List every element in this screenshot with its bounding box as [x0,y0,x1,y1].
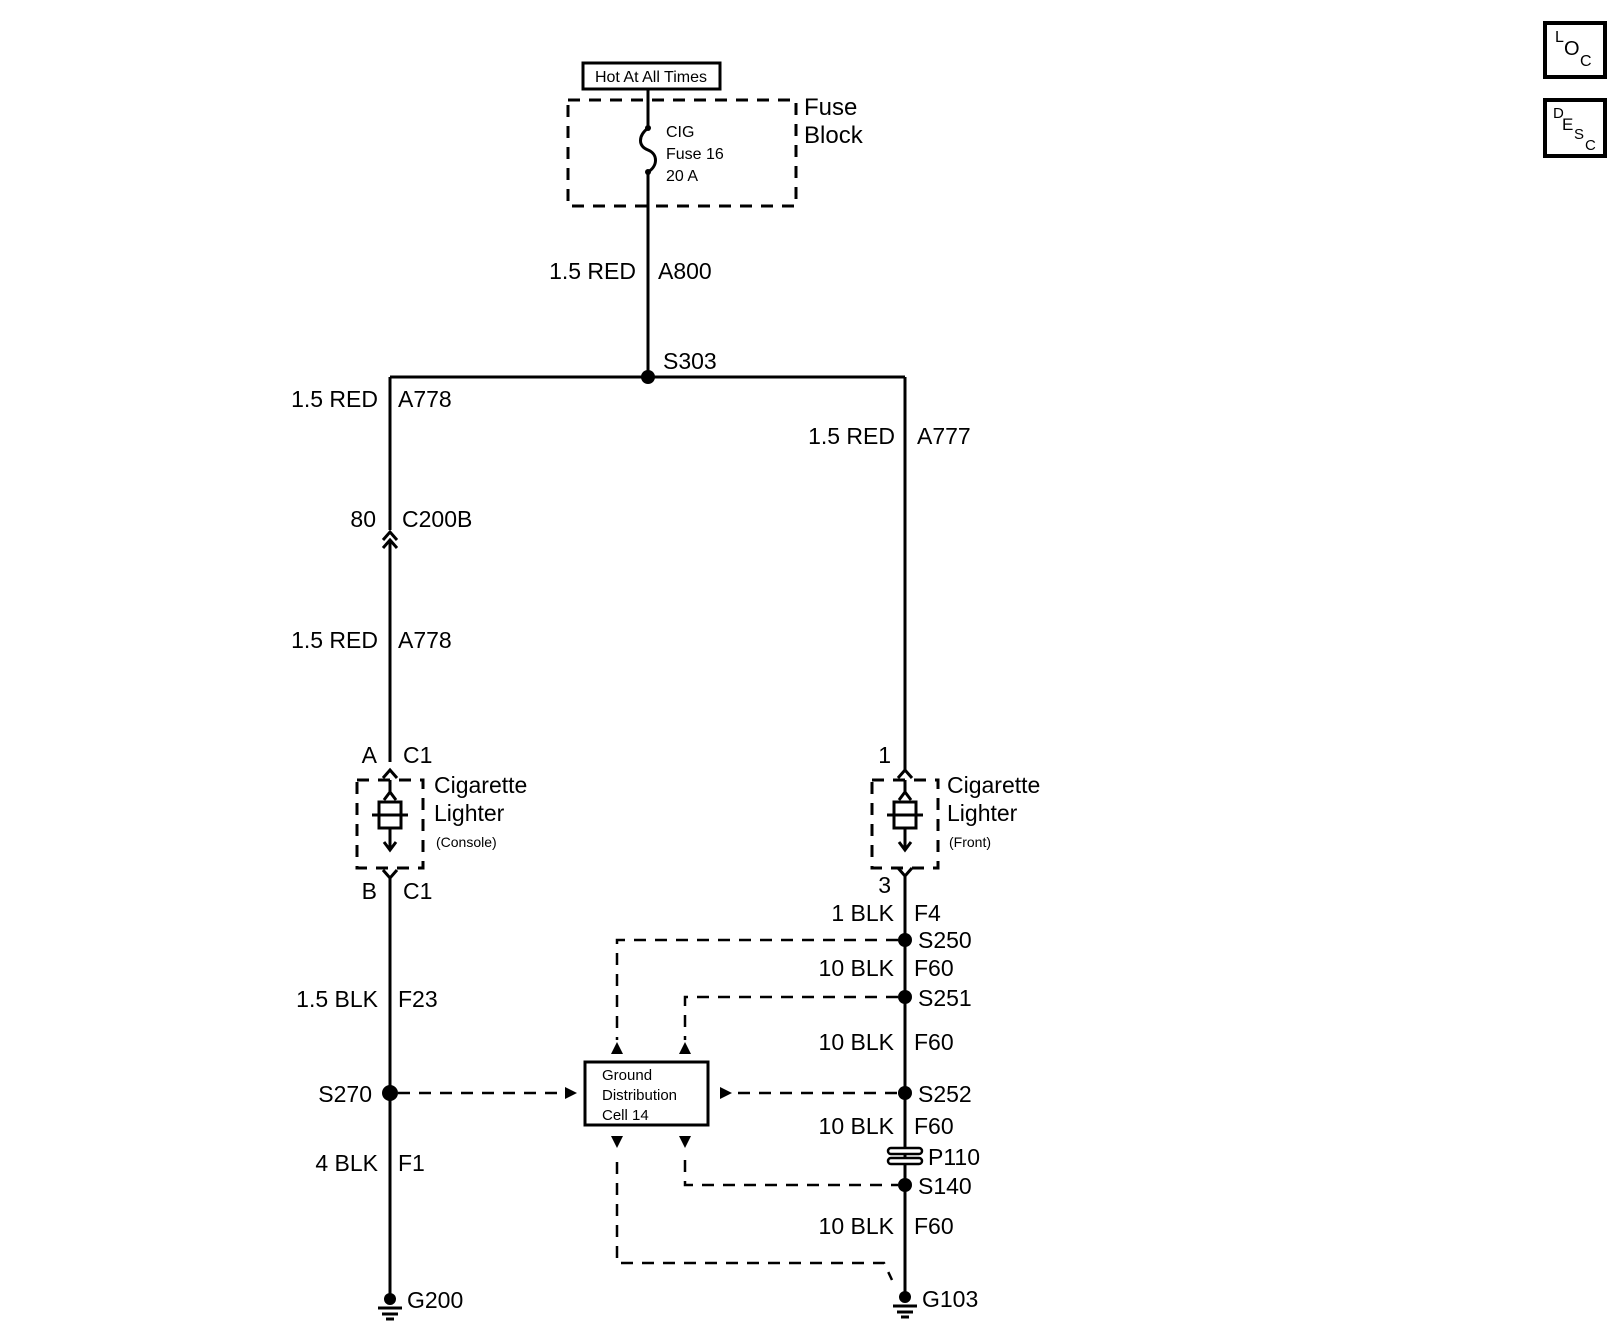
wire-f60c-gauge: 10 BLK [819,1113,895,1139]
wire-f23-id: F23 [398,986,438,1012]
fuse-block-label-line1: Fuse [804,94,857,121]
splice-s250 [898,933,912,947]
ground-g200-label: G200 [407,1287,463,1313]
front-lighter-name-1: Cigarette [947,772,1040,798]
wire-a800-id: A800 [658,258,712,284]
wire-f60d-id: F60 [914,1213,954,1239]
fuse-block-outline [566,98,798,208]
splice-s251 [898,990,912,1004]
console-lighter-conn-bottom: C1 [403,878,432,904]
front-lighter-name-2: Lighter [947,800,1018,826]
fuse-block-label-line2: Block [804,122,864,149]
ground-distribution-line2: Distribution [602,1087,677,1104]
wire-f60b-gauge: 10 BLK [819,1029,895,1055]
splice-s250-label: S250 [918,927,972,953]
wire-a778-mid-gauge: 1.5 RED [291,627,378,653]
splice-s140 [898,1178,912,1192]
ground-distribution-line1: Ground [602,1067,652,1084]
fuse-rating: 20 A [666,168,698,185]
front-lighter-icon [887,780,923,853]
wire-f4-id: F4 [914,900,941,926]
location-button-sup: L [1555,29,1564,46]
wire-f1-id: F1 [398,1150,425,1176]
wire-a778-top-gauge: 1.5 RED [291,386,378,412]
wire-a778-top-id: A778 [398,386,452,412]
description-button-sub2: C [1585,137,1596,154]
wire-a778-mid-id: A778 [398,627,452,653]
location-button[interactable]: L O C [1543,21,1607,79]
wire-f60c-id: F60 [914,1113,954,1139]
description-button-sub1: S [1574,126,1584,143]
fuse-number: Fuse 16 [666,146,724,163]
splice-s252 [898,1086,912,1100]
console-lighter-pin-b: B [362,878,377,904]
splice-s251-label: S251 [918,985,972,1011]
splice-s303-label: S303 [663,348,717,374]
description-button-main: E [1562,115,1573,134]
description-button-sup: D [1553,105,1564,122]
wire-f1-gauge: 4 BLK [315,1150,378,1176]
front-lighter-pin-3: 3 [878,872,891,898]
wire-f60b-id: F60 [914,1029,954,1055]
wire-a777-id: A777 [917,423,971,449]
connector-c200b-pin: 80 [350,506,376,532]
splice-s252-label: S252 [918,1081,972,1107]
splice-s140-label: S140 [918,1173,972,1199]
connector-c200b-id: C200B [402,506,472,532]
wire-f4-gauge: 1 BLK [831,900,894,926]
console-lighter-conn-top: C1 [403,742,432,768]
hot-at-all-times-box [581,61,722,91]
wire-f60a-gauge: 10 BLK [819,955,895,981]
wire-f60a-id: F60 [914,955,954,981]
splice-s270-label: S270 [318,1081,372,1107]
passthrough-p110-icon [886,1146,924,1166]
ground-distribution-line3: Cell 14 [602,1107,649,1124]
console-lighter-location: (Console) [436,834,497,850]
front-lighter-pin-1: 1 [878,742,891,768]
console-lighter-icon [372,780,408,853]
console-lighter-name-2: Lighter [434,800,505,826]
ground-distribution-references [398,938,898,1281]
wire-a777-gauge: 1.5 RED [808,423,895,449]
location-button-sub: C [1580,53,1592,70]
passthrough-p110-label: P110 [928,1144,980,1170]
wire-a800-gauge: 1.5 RED [549,258,636,284]
console-lighter-pin-a: A [362,742,378,768]
front-lighter-location: (Front) [949,834,991,850]
console-lighter-name-1: Cigarette [434,772,527,798]
fuse-icon [639,126,657,174]
ground-distribution-box [583,1060,710,1127]
ground-g103-icon [893,1291,917,1319]
description-button[interactable]: D E S C [1543,98,1607,158]
ground-g200-icon [378,1293,402,1321]
wire-f60d-gauge: 10 BLK [819,1213,895,1239]
hot-at-all-times-label: Hot At All Times [595,69,707,86]
location-button-main: O [1564,38,1580,60]
splice-s303 [641,370,655,384]
fuse-name: CIG [666,124,694,141]
ground-g103-label: G103 [922,1286,978,1312]
wire-f23-gauge: 1.5 BLK [296,986,378,1012]
